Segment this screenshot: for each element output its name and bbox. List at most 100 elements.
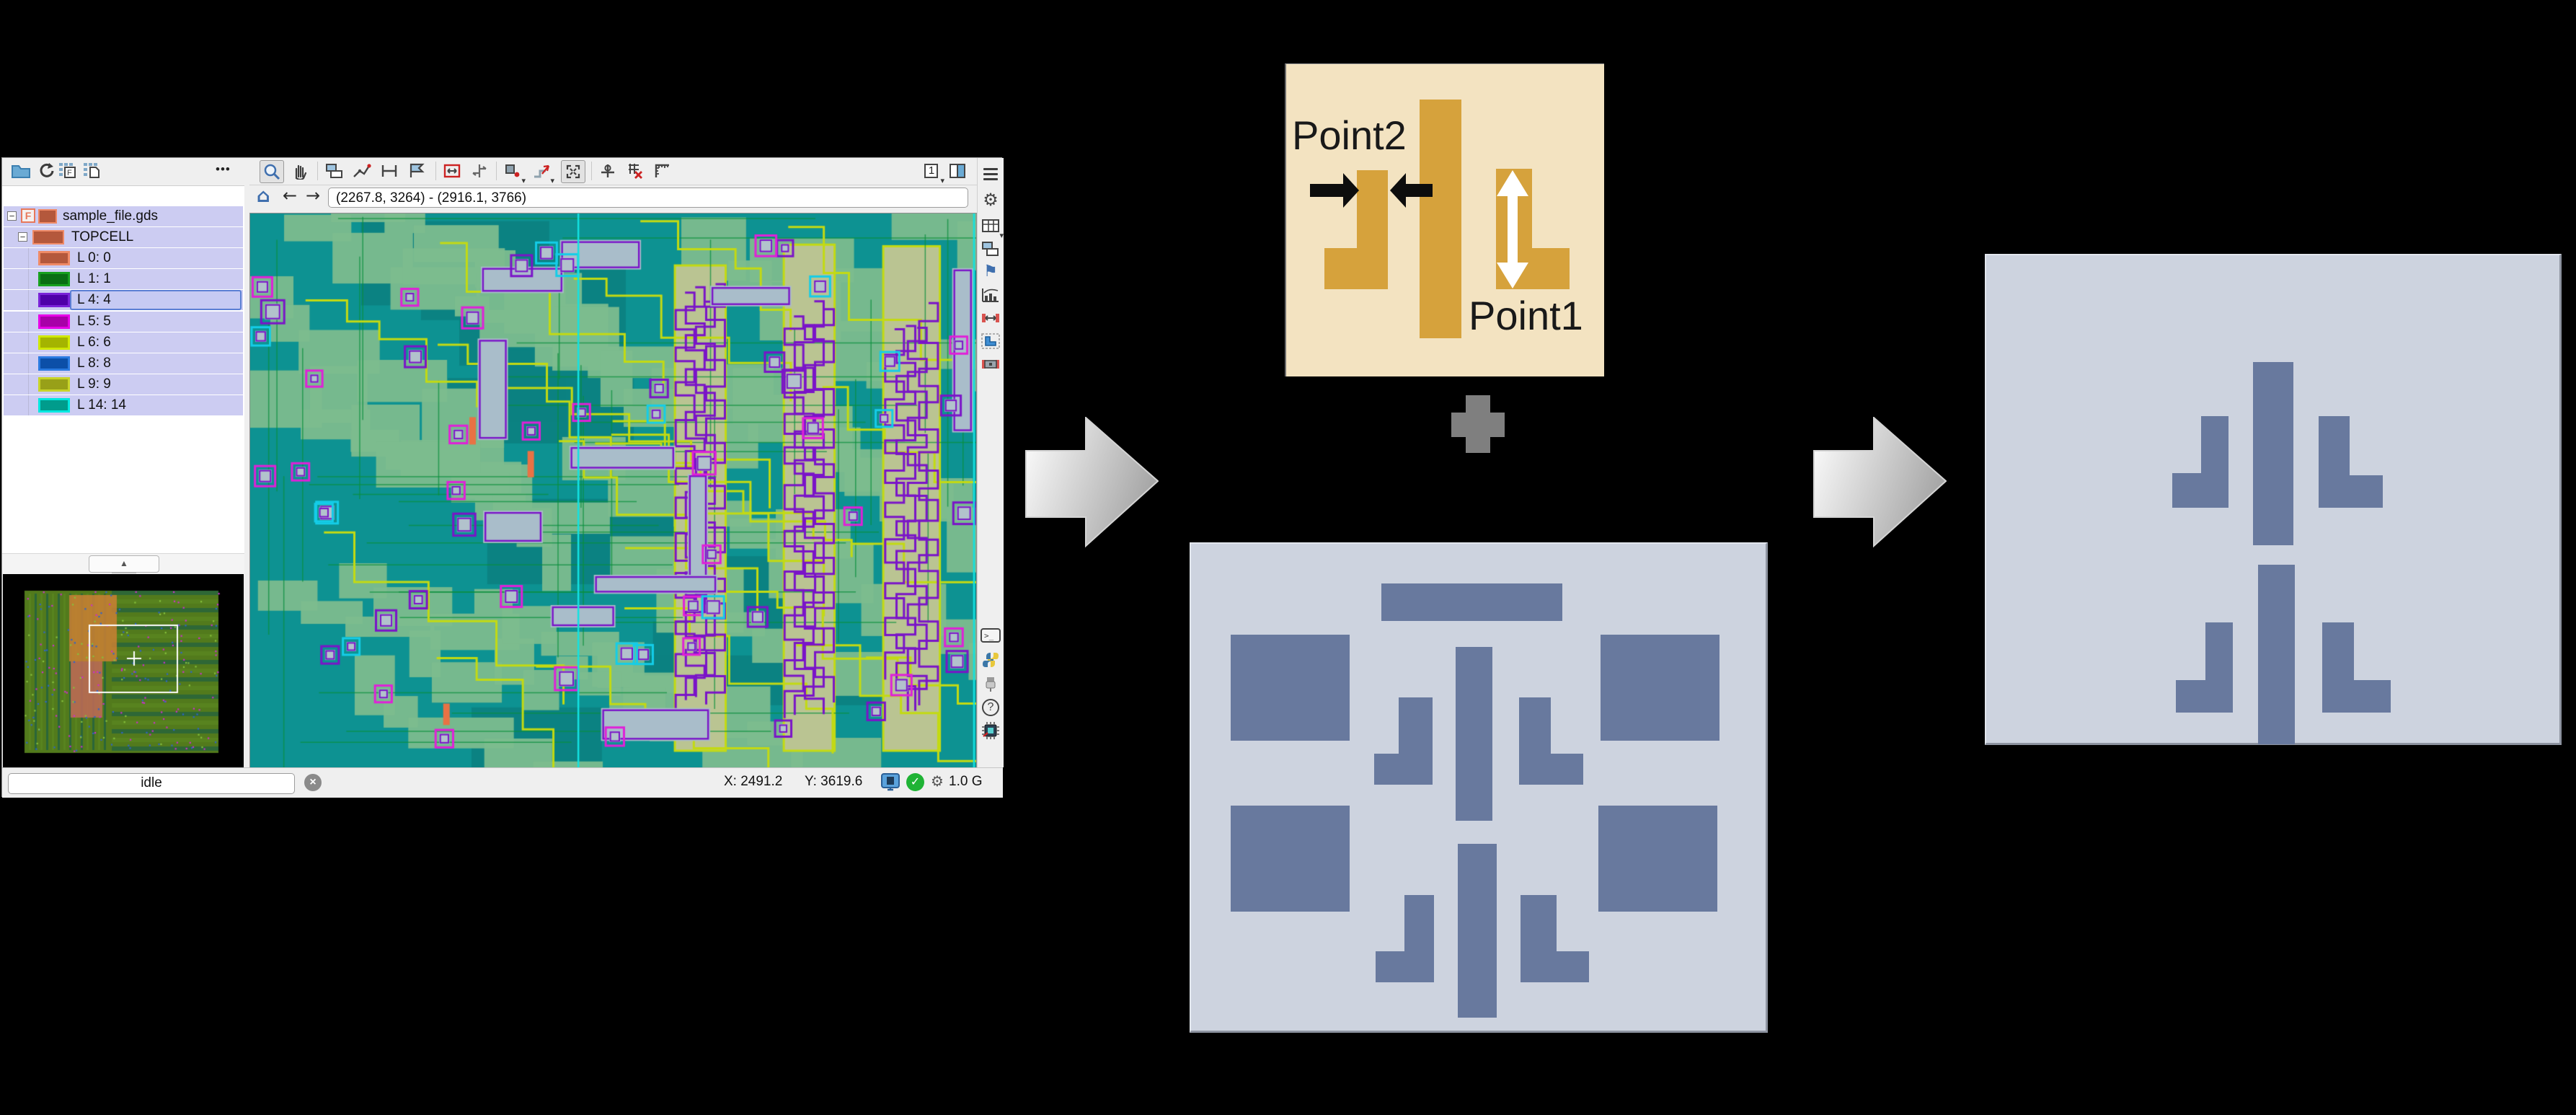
layer-row[interactable]: L 0: 0 (4, 248, 243, 268)
pan-tool-icon[interactable] (290, 161, 310, 181)
monitor-icon[interactable] (880, 773, 900, 796)
layer-row[interactable]: L 9: 9 (4, 374, 243, 395)
pattern-shape (2354, 680, 2391, 713)
pattern-shape (1598, 806, 1717, 912)
pattern-shape (2172, 473, 2201, 508)
select-edge-icon[interactable] (379, 161, 400, 181)
view-page-icon[interactable]: 1 ▾ (921, 161, 944, 185)
help-icon[interactable]: ? (980, 697, 1001, 718)
overview-minimap[interactable] (3, 574, 244, 767)
layer-row[interactable]: L 8: 8 (4, 353, 243, 374)
pattern-shape (1601, 635, 1719, 741)
layer-row[interactable]: L 1: 1 (4, 269, 243, 290)
tree-row-topcell[interactable]: − TOPCELL (4, 227, 243, 247)
layer-row[interactable]: L 14: 14 (4, 395, 243, 416)
layer-name-label: L 9: 9 (77, 376, 111, 392)
layer-row[interactable]: L 5: 5 (4, 311, 243, 332)
layer-color-swatch[interactable] (38, 314, 70, 329)
draw-path-icon[interactable]: ▾ (531, 161, 554, 185)
origin-cross-icon[interactable] (597, 161, 619, 181)
stop-button[interactable]: × (304, 774, 322, 791)
layout-canvas[interactable] (249, 213, 977, 768)
select-region-icon[interactable] (406, 161, 428, 181)
layer-color-swatch[interactable] (38, 398, 70, 413)
layers-icon[interactable] (980, 239, 1001, 259)
zoom-fit-icon[interactable] (561, 160, 585, 183)
flow-arrow-right-icon (1025, 417, 1159, 548)
reload-icon[interactable] (37, 162, 56, 179)
collapse-expander-icon[interactable]: − (18, 232, 27, 242)
menu-icon[interactable] (980, 164, 1001, 184)
chip-ic-icon[interactable] (980, 720, 1001, 741)
chart-icon[interactable] (980, 285, 1001, 305)
python-icon[interactable] (980, 650, 1001, 670)
home-icon[interactable]: ⌂ (257, 185, 270, 207)
pattern-shape (1324, 248, 1357, 289)
plus-icon (1451, 395, 1505, 453)
tree-guide-line (28, 374, 29, 395)
terminal-icon[interactable]: >_ (980, 625, 1001, 645)
cell-frame-red-icon[interactable] (980, 354, 1001, 374)
split-view-icon[interactable] (947, 161, 968, 181)
select-shapes-icon[interactable] (324, 161, 345, 181)
zoom-tool-icon[interactable] (260, 160, 284, 183)
cursor-x-label: X: 2491.2 (724, 774, 783, 789)
forward-icon[interactable]: → (306, 185, 321, 206)
pattern-shape (1374, 754, 1399, 785)
open-folder-icon[interactable] (11, 162, 31, 179)
tree-guide-line (28, 332, 29, 353)
status-bar: idle × X: 2491.2 Y: 3619.6 ✓ ⚙ 1.0 G (2, 767, 1003, 798)
selection-shape-icon[interactable] (980, 331, 1001, 351)
tree-guide-line (28, 311, 29, 332)
layer-color-swatch[interactable] (38, 356, 70, 371)
layer-name-label: L 6: 6 (77, 334, 111, 350)
pattern-shape (1231, 635, 1350, 741)
layer-color-swatch[interactable] (38, 272, 70, 287)
layer-name-label: L 14: 14 (77, 397, 126, 413)
measure-red-icon[interactable] (980, 308, 1001, 328)
measure-span-icon[interactable] (441, 161, 463, 181)
tree-guide-line (28, 395, 29, 416)
snap-edge-icon[interactable] (469, 161, 490, 181)
place-marker-icon[interactable]: ▾ (502, 161, 526, 185)
tree-row-file[interactable]: − F sample_file.gds (4, 206, 243, 226)
status-mode-field: idle (8, 773, 295, 794)
collapse-expander-icon[interactable]: − (7, 211, 17, 221)
layer-row[interactable]: L 6: 6 (4, 332, 243, 353)
memory-gear-icon: ⚙ (931, 772, 944, 790)
layer-color-swatch[interactable] (38, 293, 70, 308)
panel-collapse-button[interactable]: ▲ (89, 555, 159, 573)
coordinates-address-field[interactable]: (2267.8, 3264) - (2916.1, 3766) (328, 188, 968, 208)
macro-pin-icon[interactable] (980, 674, 1001, 695)
point1-label: Point1 (1469, 293, 1583, 338)
right-toolbar: ⚙ ▾ ⚑ >_ (977, 158, 1004, 767)
layer-color-swatch[interactable] (38, 251, 70, 265)
cell-panel-toolbar: F ••• (2, 158, 244, 185)
back-icon[interactable]: ← (283, 185, 298, 206)
layer-color-swatch[interactable] (38, 335, 70, 350)
pattern-shape (1496, 169, 1532, 289)
layer-color-swatch[interactable] (38, 377, 70, 392)
table-view-icon[interactable]: ▾ (980, 216, 1004, 239)
cell-name-label: TOPCELL (71, 229, 134, 244)
cell-list-icon[interactable]: F (58, 162, 79, 179)
more-options-button[interactable]: ••• (216, 162, 231, 176)
edit-path-icon[interactable] (351, 161, 373, 181)
layer-name-label: L 8: 8 (77, 356, 111, 371)
tree-guide-line (28, 353, 29, 374)
file-list-icon[interactable] (83, 162, 103, 179)
pattern-shape (2201, 416, 2228, 508)
layer-row[interactable]: L 4: 4 (4, 290, 243, 311)
layer-name-label: L 4: 4 (77, 292, 111, 308)
pattern-shape (1532, 248, 1570, 289)
tree-guide-line (28, 248, 29, 268)
pattern-shape (2322, 622, 2354, 713)
pattern-shape (1376, 951, 1404, 982)
layout-pattern-panel (1190, 542, 1768, 1033)
bookmarks-flag-icon[interactable]: ⚑ (983, 263, 998, 281)
ruler-corner-icon[interactable] (652, 161, 673, 181)
settings-gears-icon[interactable]: ⚙ (983, 190, 999, 210)
clear-rulers-icon[interactable] (624, 161, 646, 181)
